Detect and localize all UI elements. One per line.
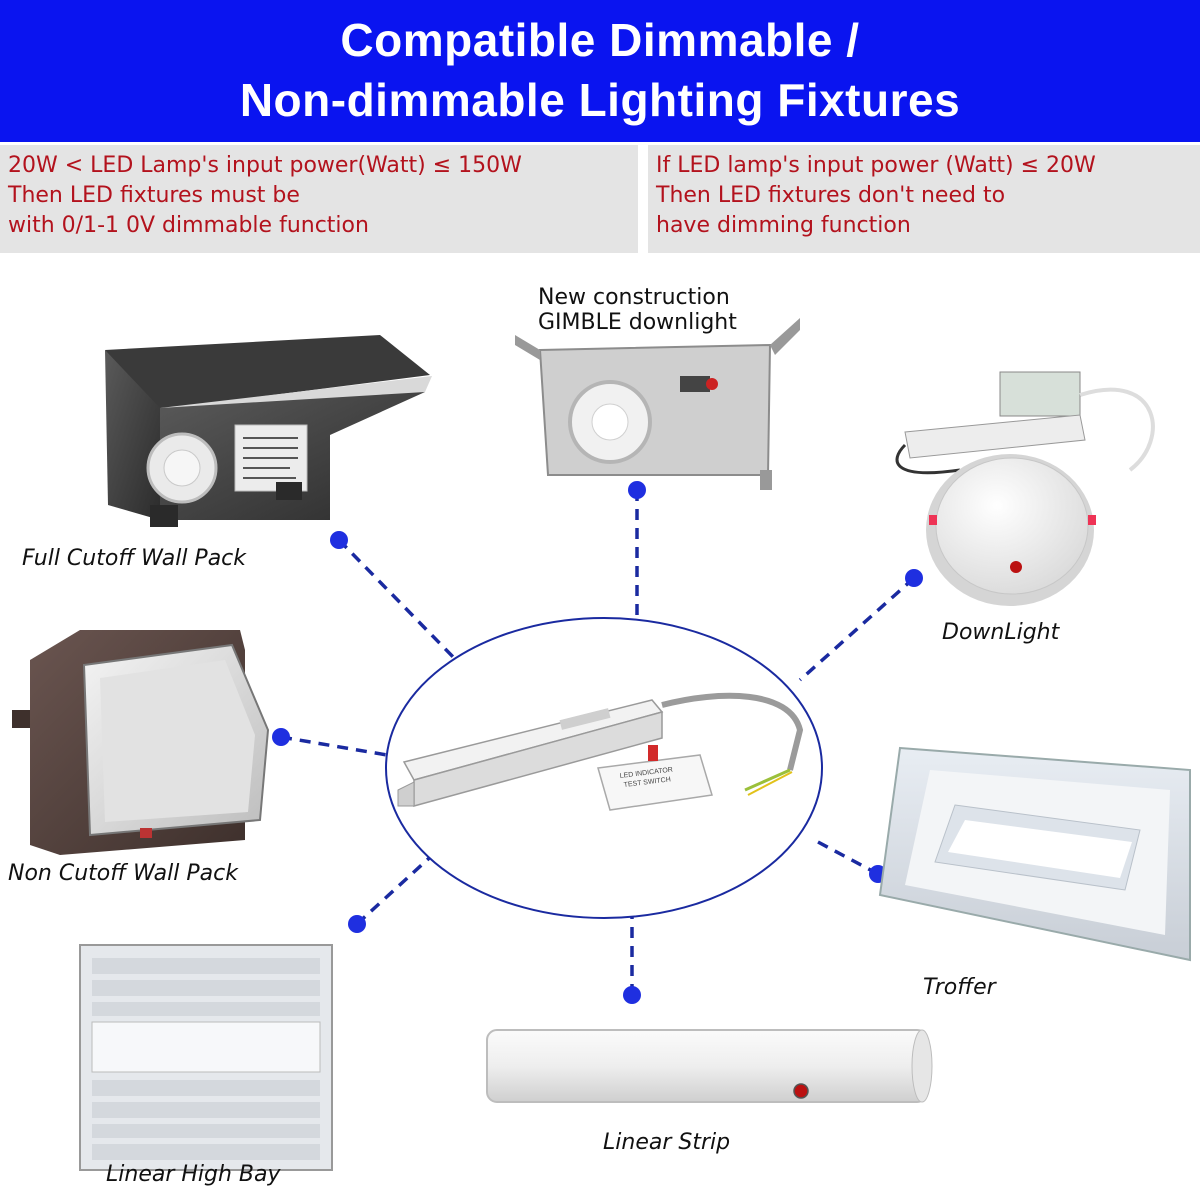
full-cutoff-wall-pack-image	[105, 335, 432, 527]
connector-high-bay	[355, 848, 440, 926]
header-banner: Compatible Dimmable / Non-dimmable Light…	[0, 0, 1200, 142]
connector-downlight	[798, 576, 916, 682]
connector-full-cutoff	[337, 538, 460, 664]
linear-strip-image	[486, 1029, 933, 1103]
dot-gimble	[628, 481, 646, 499]
dot-downlight	[905, 569, 923, 587]
connector-lines	[280, 490, 916, 995]
label-linear-strip: Linear Strip	[603, 1130, 731, 1155]
note-line: Then LED fixtures don't need to	[656, 183, 1006, 208]
linear-high-bay-image	[79, 944, 333, 1171]
note-line: 20W < LED Lamp's input power(Watt) ≤ 150…	[8, 153, 522, 178]
dot-non-cutoff	[272, 728, 290, 746]
non-dimmable-requirement-note: If LED lamp's input power (Watt) ≤ 20W T…	[648, 145, 1200, 253]
dot-linear-strip	[623, 986, 641, 1004]
label-linear-high-bay: Linear High Bay	[106, 1162, 281, 1187]
header-title-line-1: Compatible Dimmable /	[340, 14, 860, 66]
note-line: If LED lamp's input power (Watt) ≤ 20W	[656, 153, 1096, 178]
connector-non-cutoff	[280, 735, 388, 757]
label-non-cutoff-wall-pack: Non Cutoff Wall Pack	[8, 861, 238, 886]
dot-high-bay	[348, 915, 366, 933]
label-downlight: DownLight	[942, 620, 1060, 645]
header-title-line-2: Non-dimmable Lighting Fixtures	[239, 74, 961, 126]
downlight-image	[895, 371, 1155, 606]
label-gimble-downlight-line-1: New construction	[538, 285, 730, 310]
note-line: with 0/1-1 0V dimmable function	[8, 213, 369, 238]
dimmable-requirement-note: 20W < LED Lamp's input power(Watt) ≤ 150…	[0, 145, 638, 253]
emergency-driver-image	[397, 692, 804, 811]
note-line: Then LED fixtures must be	[8, 183, 300, 208]
connector-troffer	[817, 840, 879, 876]
gimble-downlight-image	[515, 318, 800, 490]
label-full-cutoff-wall-pack: Full Cutoff Wall Pack	[22, 546, 247, 571]
label-gimble-downlight-line-2: GIMBLE downlight	[538, 310, 737, 335]
label-troffer: Troffer	[923, 975, 996, 1000]
troffer-image	[878, 746, 1191, 962]
note-line: have dimming function	[656, 213, 911, 238]
dot-full-cutoff	[330, 531, 348, 549]
connector-dots	[272, 481, 923, 1004]
non-cutoff-wall-pack-image	[12, 630, 270, 855]
